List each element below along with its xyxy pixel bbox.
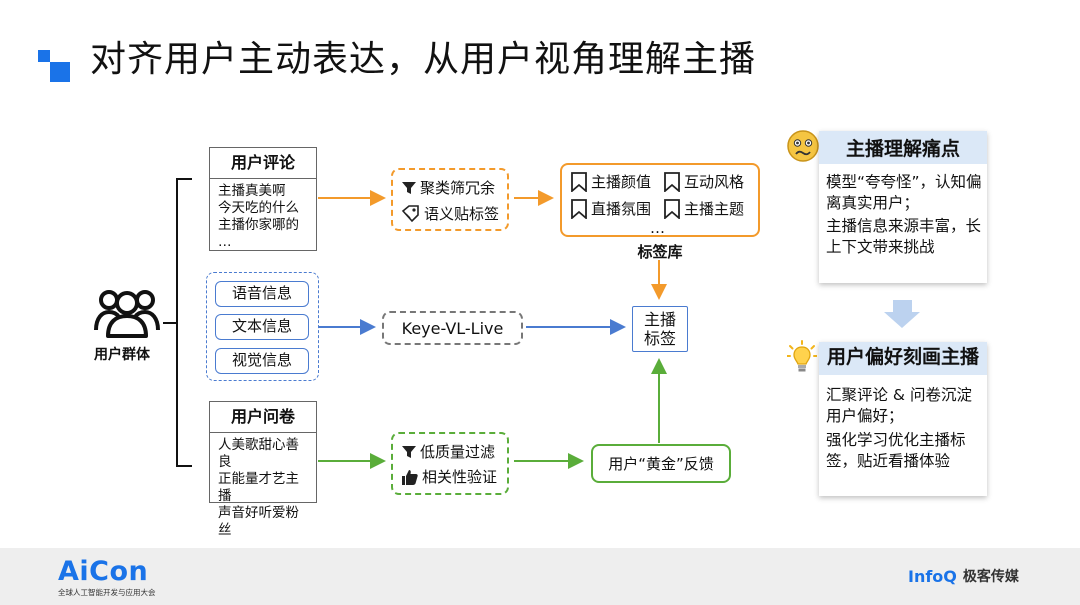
title-mark-icon (38, 50, 70, 82)
info-tag-text: 文本信息 (215, 314, 309, 340)
funnel-icon (402, 181, 416, 194)
comment-line: 今天吃的什么 (218, 200, 299, 216)
tag-library-item: 主播主题 (663, 198, 744, 219)
bookmark-icon (571, 171, 587, 192)
tag-library-item-label: 直播氛围 (591, 200, 652, 218)
survey-line: 正能量才艺主播 (218, 471, 299, 504)
funnel-icon (402, 445, 416, 458)
comment-line: 主播你家哪的 (218, 217, 299, 233)
preference-panel-text: 强化学习优化主播标签，贴近看播体验 (826, 431, 966, 470)
bookmark-icon (664, 198, 680, 219)
infoq-logo: InfoQ 极客传媒 (908, 566, 1019, 586)
tag-library-item-label: 互动风格 (684, 173, 745, 191)
tag-library-item: 主播颜值 (570, 171, 651, 192)
aicon-logo: AiCon (58, 556, 149, 587)
pain-panel-text: 主播信息来源丰富，长上下文带来挑战 (826, 217, 982, 256)
pain-panel-title: 主播理解痛点 (819, 131, 987, 164)
user-group-label: 用户群体 (94, 347, 150, 363)
model-box: Keye-VL-Live (382, 311, 523, 345)
green-step-filter: 低质量过滤 (401, 441, 495, 462)
green-step-label: 低质量过滤 (420, 443, 496, 461)
gold-feedback-box: 用户“黄金”反馈 (591, 444, 731, 483)
info-tag-voice: 语音信息 (215, 281, 309, 307)
thumbs-up-icon (402, 469, 418, 485)
survey-box: 用户问卷 人美歌甜心善良 正能量才艺主播 声音好听爱粉丝 … (209, 401, 317, 555)
comment-line: … (218, 234, 232, 250)
tag-icon (401, 204, 419, 222)
users-icon (94, 290, 160, 338)
streamer-tags-box: 主播 标签 (632, 306, 688, 352)
orange-step-label: 聚类筛冗余 (420, 179, 496, 197)
tag-library-box (560, 163, 760, 237)
info-tag-visual: 视觉信息 (215, 348, 309, 374)
tag-library-ellipsis: … (650, 219, 665, 237)
worried-face-icon (787, 130, 819, 162)
footer-bar (0, 548, 1080, 605)
survey-line: 人美歌甜心善良 (218, 437, 299, 470)
green-step-verify: 相关性验证 (401, 466, 497, 487)
comment-line: 主播真美啊 (218, 183, 286, 199)
pain-panel-text: 模型“夸夸怪”，认知偏离真实用户； (826, 173, 982, 212)
tag-library-item: 直播氛围 (570, 198, 651, 219)
bookmark-icon (664, 171, 680, 192)
preference-panel-title: 用户偏好刻画主播 (819, 342, 987, 375)
tag-library-item: 互动风格 (663, 171, 744, 192)
green-step-label: 相关性验证 (422, 468, 498, 486)
orange-process-box (391, 168, 509, 231)
connector-lines (163, 178, 920, 469)
orange-step-label: 语义贴标签 (424, 205, 500, 223)
orange-step-cluster: 聚类筛冗余 (401, 177, 495, 198)
lightbulb-icon (787, 340, 817, 372)
survey-box-title: 用户问卷 (210, 402, 316, 433)
geek-media-logo-text: 极客传媒 (962, 569, 1019, 585)
infoq-logo-text: InfoQ (908, 566, 957, 586)
comments-box-lines: 主播真美啊 今天吃的什么 主播你家哪的 … (210, 179, 316, 255)
bookmark-icon (571, 198, 587, 219)
survey-line: 声音好听爱粉丝 (218, 505, 299, 538)
tag-library-item-label: 主播主题 (684, 200, 745, 218)
survey-box-lines: 人美歌甜心善良 正能量才艺主播 声音好听爱粉丝 … (210, 433, 316, 560)
comments-box-title: 用户评论 (210, 148, 316, 179)
page-title: 对齐用户主动表达，从用户视角理解主播 (90, 39, 757, 80)
aicon-subtitle: 全球人工智能开发与应用大会 (58, 588, 156, 597)
comments-box: 用户评论 主播真美啊 今天吃的什么 主播你家哪的 … (209, 147, 317, 251)
tag-library-item-label: 主播颜值 (591, 173, 652, 191)
gold-feedback-label: 用户“黄金”反馈 (608, 455, 714, 473)
streamer-tags-label: 主播 标签 (643, 310, 676, 348)
tag-library-label: 标签库 (637, 243, 683, 261)
preference-panel-text: 汇聚评论 & 问卷沉淀用户偏好； (826, 386, 972, 425)
model-name: Keye-VL-Live (401, 318, 504, 338)
orange-step-tagging: 语义贴标签 (401, 203, 499, 224)
